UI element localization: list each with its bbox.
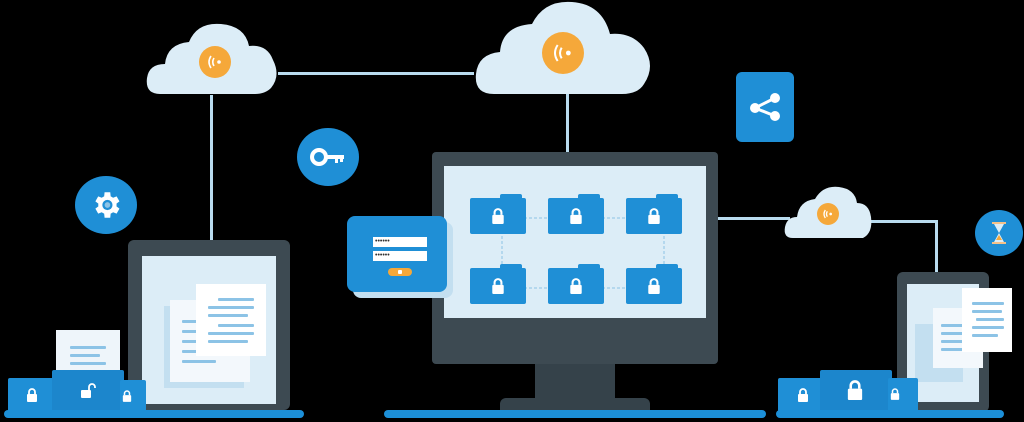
username-field[interactable]: •••••• bbox=[373, 237, 427, 247]
wifi-signal-icon bbox=[199, 46, 231, 78]
folder-left-1 bbox=[8, 378, 56, 412]
monitor-stand-neck bbox=[535, 364, 615, 400]
monitor-folder-5 bbox=[548, 264, 604, 304]
folder-left-3 bbox=[120, 380, 146, 412]
folder-right-3 bbox=[888, 378, 918, 412]
lock-icon bbox=[122, 390, 132, 402]
tablet-left bbox=[128, 240, 290, 410]
monitor-folder-4 bbox=[470, 264, 526, 304]
connector-center-cloud-to-monitor bbox=[566, 90, 569, 154]
connector-monitor-to-right-cloud bbox=[718, 217, 790, 220]
document-front-right bbox=[962, 288, 1012, 352]
monitor bbox=[432, 152, 718, 364]
key-icon bbox=[297, 128, 359, 186]
lock-icon bbox=[27, 388, 37, 402]
lock-icon bbox=[798, 388, 808, 402]
connector-left-cloud-to-tablet bbox=[210, 95, 213, 240]
lock-icon bbox=[648, 208, 660, 224]
lock-icon bbox=[570, 208, 582, 224]
monitor-folder-3 bbox=[626, 194, 682, 234]
cloud-center bbox=[472, 0, 657, 95]
lock-icon bbox=[890, 388, 900, 400]
lock-icon bbox=[570, 278, 582, 294]
unlock-icon bbox=[81, 383, 96, 398]
share-icon bbox=[736, 72, 794, 142]
ground-center bbox=[384, 410, 766, 418]
connector-right-cloud-to-phone-vertical bbox=[935, 220, 938, 272]
lock-icon bbox=[648, 278, 660, 294]
password-field[interactable]: •••••• bbox=[373, 251, 427, 261]
gear-icon bbox=[75, 176, 137, 234]
tablet-left-screen bbox=[142, 256, 276, 404]
lock-icon bbox=[492, 208, 504, 224]
ground-right bbox=[776, 410, 1004, 418]
login-submit-button[interactable] bbox=[388, 268, 412, 276]
ground-left bbox=[4, 410, 304, 418]
login-card: •••••• •••••• bbox=[347, 216, 447, 292]
monitor-folder-2 bbox=[548, 194, 604, 234]
folder-right-2 bbox=[820, 370, 892, 412]
cloud-right bbox=[783, 183, 873, 239]
folder-left-2 bbox=[52, 370, 124, 412]
connector-right-cloud-to-phone bbox=[860, 220, 938, 223]
hourglass-icon bbox=[975, 210, 1023, 256]
folder-network-lines bbox=[501, 217, 665, 289]
monitor-stand-base bbox=[500, 398, 650, 412]
wifi-signal-icon bbox=[542, 32, 584, 74]
document-front bbox=[196, 284, 266, 356]
monitor-folder-1 bbox=[470, 194, 526, 234]
monitor-folder-6 bbox=[626, 264, 682, 304]
lock-icon bbox=[847, 380, 863, 400]
cloud-left bbox=[145, 20, 280, 95]
lock-icon bbox=[492, 278, 504, 294]
connector-left-cloud-to-center-cloud bbox=[278, 72, 474, 75]
thumbs-up-icon bbox=[398, 270, 402, 274]
folder-right-1 bbox=[778, 378, 828, 412]
wifi-signal-icon bbox=[817, 203, 839, 225]
